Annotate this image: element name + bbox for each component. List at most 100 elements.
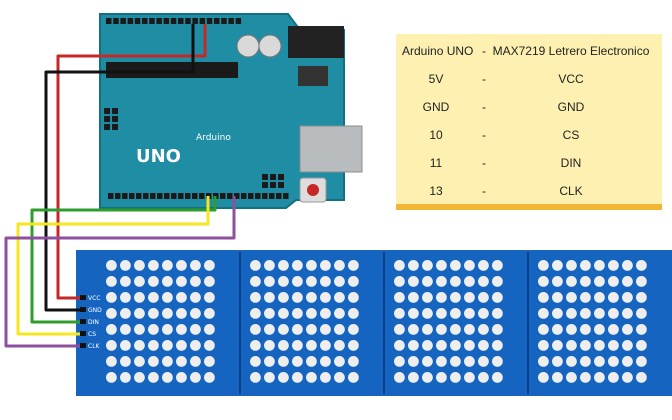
wire bbox=[44, 24, 195, 312]
led-dot bbox=[636, 356, 647, 367]
led-dot bbox=[450, 292, 461, 303]
row-right: CLK bbox=[559, 184, 583, 198]
connection-row: 13 - CLK bbox=[396, 184, 662, 204]
led-dot bbox=[538, 372, 549, 383]
led-dot bbox=[306, 372, 317, 383]
header-pin bbox=[227, 193, 233, 199]
usb-connector bbox=[299, 125, 363, 173]
led-dot bbox=[120, 340, 131, 351]
connection-row: 11 - DIN bbox=[396, 156, 662, 176]
led-dot bbox=[106, 372, 117, 383]
row-left: 10 bbox=[429, 128, 443, 142]
led-dot bbox=[408, 372, 419, 383]
led-dot bbox=[464, 292, 475, 303]
led-dot bbox=[320, 372, 331, 383]
row-left: 13 bbox=[429, 184, 443, 198]
led-dot bbox=[106, 292, 117, 303]
led-dot bbox=[204, 372, 215, 383]
led-dot bbox=[348, 340, 359, 351]
led-dot bbox=[450, 260, 461, 271]
led-dot bbox=[348, 260, 359, 271]
led-dot bbox=[450, 340, 461, 351]
matrix-pin-label: CLK bbox=[88, 343, 101, 350]
led-dot bbox=[334, 292, 345, 303]
led-dot bbox=[464, 308, 475, 319]
led-dot bbox=[622, 324, 633, 335]
led-dot bbox=[264, 308, 275, 319]
led-dot bbox=[450, 324, 461, 335]
led-dot bbox=[436, 340, 447, 351]
led-dot bbox=[204, 292, 215, 303]
led-dot bbox=[306, 356, 317, 367]
connection-table: Arduino UNO - MAX7219 Letrero Electronic… bbox=[396, 34, 662, 210]
led-dot bbox=[348, 276, 359, 287]
led-dot bbox=[190, 260, 201, 271]
header-pin bbox=[199, 18, 206, 24]
led-dot bbox=[594, 340, 605, 351]
led-dot bbox=[162, 324, 173, 335]
led-dot bbox=[580, 276, 591, 287]
led-dot bbox=[538, 292, 549, 303]
led-dot bbox=[292, 308, 303, 319]
led-dot bbox=[292, 276, 303, 287]
led-dot bbox=[250, 324, 261, 335]
led-dot bbox=[478, 324, 489, 335]
led-dot bbox=[264, 372, 275, 383]
led-dot bbox=[450, 308, 461, 319]
led-dot bbox=[176, 292, 187, 303]
led-dot bbox=[204, 260, 215, 271]
led-dot bbox=[306, 292, 317, 303]
led-dot bbox=[566, 324, 577, 335]
led-dot bbox=[148, 372, 159, 383]
led-dot bbox=[436, 308, 447, 319]
led-dot bbox=[608, 340, 619, 351]
header-pin bbox=[134, 18, 141, 24]
led-dot bbox=[120, 260, 131, 271]
header-pin bbox=[206, 18, 213, 24]
led-dot bbox=[436, 324, 447, 335]
header-pin bbox=[170, 18, 177, 24]
led-dot bbox=[162, 276, 173, 287]
led-dot bbox=[492, 340, 503, 351]
led-dot bbox=[394, 260, 405, 271]
power-analog-header bbox=[106, 18, 242, 24]
led-dot bbox=[622, 292, 633, 303]
led-dot bbox=[348, 372, 359, 383]
led-dot bbox=[492, 292, 503, 303]
led-dot bbox=[148, 308, 159, 319]
led-dot bbox=[334, 356, 345, 367]
led-dot bbox=[538, 324, 549, 335]
led-dot bbox=[608, 308, 619, 319]
led-dot bbox=[552, 276, 563, 287]
led-dot bbox=[622, 276, 633, 287]
led-dot bbox=[636, 324, 647, 335]
led-dot bbox=[306, 260, 317, 271]
led-dot bbox=[422, 372, 433, 383]
led-dot bbox=[608, 260, 619, 271]
header-pin bbox=[221, 18, 227, 24]
led-dot bbox=[422, 324, 433, 335]
row-dash: - bbox=[482, 184, 486, 198]
row-left: 11 bbox=[429, 156, 443, 170]
reset-button-cap bbox=[307, 184, 319, 196]
led-dot bbox=[320, 260, 331, 271]
led-dot bbox=[552, 324, 563, 335]
capacitor-1 bbox=[258, 34, 282, 58]
led-dot bbox=[450, 372, 461, 383]
led-dot bbox=[204, 340, 215, 351]
header-pin bbox=[276, 193, 282, 199]
led-dots bbox=[106, 260, 647, 383]
led-dot bbox=[394, 308, 405, 319]
row-right: GND bbox=[557, 100, 585, 114]
led-dot bbox=[408, 276, 419, 287]
led-dot bbox=[278, 372, 289, 383]
led-dot bbox=[106, 276, 117, 287]
led-dot bbox=[492, 276, 503, 287]
led-dot bbox=[408, 260, 419, 271]
led-dot bbox=[492, 356, 503, 367]
header-pin bbox=[163, 18, 170, 24]
led-dot bbox=[566, 340, 577, 351]
led-dot bbox=[566, 260, 577, 271]
header-pin bbox=[220, 193, 226, 199]
led-dot bbox=[134, 308, 145, 319]
